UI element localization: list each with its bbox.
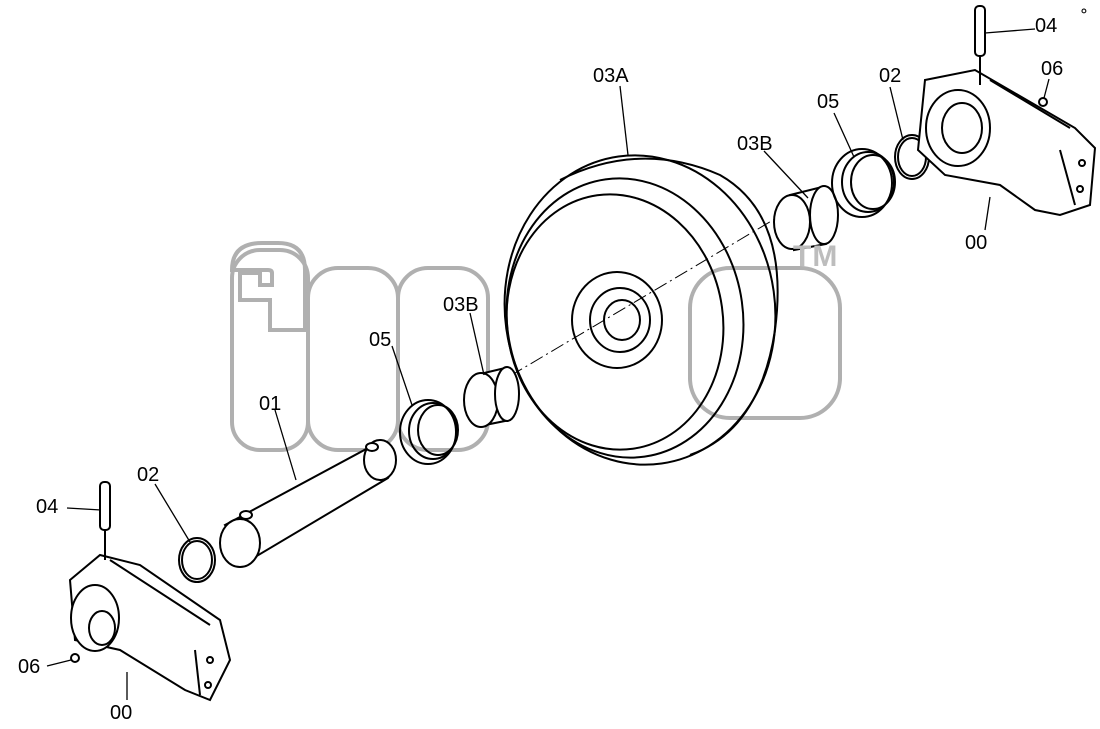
callout-plug-left: 06 xyxy=(18,656,41,678)
bushing-left xyxy=(463,366,520,428)
callout-idler-wheel: 03A xyxy=(593,65,629,87)
pin-left xyxy=(99,481,111,560)
idler-wheel xyxy=(503,154,779,466)
callout-oring-right: 02 xyxy=(879,65,902,87)
watermark-logo xyxy=(229,241,842,452)
callout-support-left: 00 xyxy=(110,702,133,724)
pin-right xyxy=(974,5,986,85)
callout-bushing-left: 03B xyxy=(443,294,479,316)
callout-pin-left: 04 xyxy=(36,496,59,518)
callout-pin-right: 04 xyxy=(1035,15,1058,37)
callout-seal-right: 05 xyxy=(817,91,840,113)
seal-right xyxy=(831,148,896,218)
bushing-right xyxy=(773,185,839,252)
seal-left xyxy=(399,399,459,465)
callout-support-right: 00 xyxy=(965,232,988,254)
support-right xyxy=(916,68,1097,217)
center-line xyxy=(509,209,791,377)
callout-bushing-right: 03B xyxy=(737,133,773,155)
leader-lines xyxy=(46,28,1050,700)
plug-left xyxy=(70,653,80,663)
shaft xyxy=(219,439,397,568)
callout-plug-right: 06 xyxy=(1041,58,1064,80)
watermark-trademark: TM xyxy=(793,240,839,273)
callout-oring-left: 02 xyxy=(137,464,160,486)
plug-right xyxy=(1038,97,1048,107)
corner-mark: ⚬ xyxy=(1078,4,1090,20)
support-left xyxy=(68,553,232,702)
oring-left xyxy=(178,537,216,583)
callout-shaft: 01 xyxy=(259,393,282,415)
callout-seal-left: 05 xyxy=(369,329,392,351)
